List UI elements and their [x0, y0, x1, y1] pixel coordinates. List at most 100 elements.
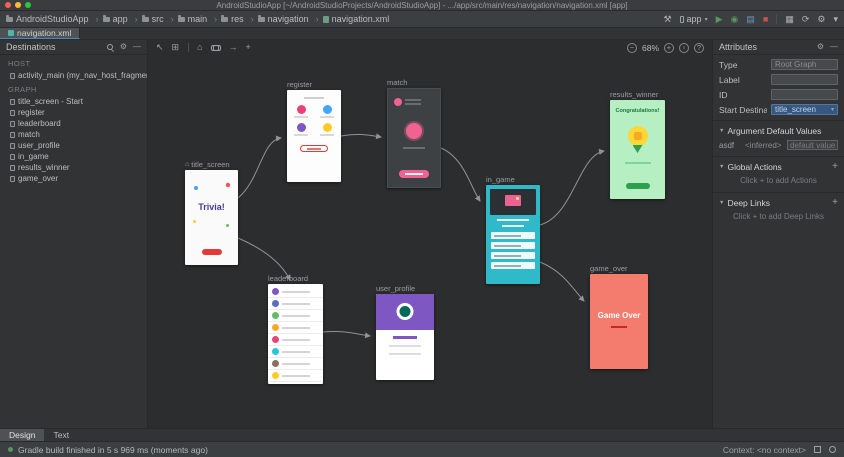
action-in-game-to-game-over[interactable]	[540, 262, 584, 301]
status-bar: Gradle build finished in 5 s 969 ms (mom…	[0, 441, 844, 457]
type-field[interactable]: Root Graph	[771, 59, 838, 70]
nav-screen-user-profile[interactable]: user_profile	[376, 294, 434, 380]
destination-item-title-screen[interactable]: title_screen - Start	[0, 96, 147, 107]
zoom-out-button[interactable]: −	[627, 43, 637, 53]
run-config-selector[interactable]: app ▾	[680, 14, 708, 24]
preview-answer-row	[491, 252, 535, 259]
action-icon[interactable]: →	[229, 43, 238, 52]
argument-row[interactable]: asdf <inferred> default value	[713, 138, 844, 153]
breadcrumb-app[interactable]: app	[103, 14, 142, 24]
profiler-button[interactable]: ▤	[746, 15, 755, 24]
add-action-button[interactable]: +	[832, 162, 838, 172]
hide-panel-icon[interactable]: —	[830, 43, 838, 51]
more-actions-icon[interactable]: ▾	[833, 15, 838, 24]
id-field[interactable]	[771, 89, 838, 100]
nav-screen-game-over[interactable]: game_over Game Over	[590, 274, 648, 369]
breadcrumb-res[interactable]: res	[221, 14, 258, 24]
breadcrumb-navigation-xml[interactable]: navigation.xml	[323, 14, 390, 24]
tab-text[interactable]: Text	[44, 429, 78, 441]
context-indicator[interactable]: Context: <no context>	[723, 445, 806, 455]
action-title-to-register[interactable]	[238, 138, 281, 198]
chevron-down-icon: ▾	[831, 106, 834, 113]
nav-screen-results-winner[interactable]: results_winner Congratulations!	[610, 100, 665, 199]
start-destination-dropdown[interactable]: title_screen ▾	[771, 104, 838, 115]
gear-icon[interactable]: ⚙	[120, 43, 127, 51]
search-icon[interactable]	[107, 44, 114, 51]
destination-item-match[interactable]: match	[0, 129, 147, 140]
minimize-window-button[interactable]	[15, 2, 21, 8]
toolbar-actions: ⚒ app ▾ ▶ ◉ ▤ ■ ▦ ⟳ ⚙ ▾	[663, 14, 838, 24]
select-tool-icon[interactable]: ↖	[156, 43, 164, 52]
gradle-sync-icon[interactable]: ⟳	[802, 15, 810, 24]
info-icon[interactable]: ?	[694, 43, 704, 53]
screen-preview-match	[387, 88, 441, 188]
notifications-icon[interactable]	[829, 446, 836, 453]
add-destination-icon[interactable]: +	[246, 43, 251, 52]
nav-screen-leaderboard[interactable]: leaderboard	[268, 284, 323, 384]
fragment-icon	[10, 176, 15, 182]
breadcrumb-main[interactable]: main	[178, 14, 222, 24]
screen-label: in_game	[486, 175, 515, 184]
argument-default-value-field[interactable]: default value	[787, 140, 838, 150]
preview-congratulations-text: Congratulations!	[610, 108, 665, 114]
attr-row-label: Label	[713, 72, 844, 87]
assign-start-destination-icon[interactable]: ⌂	[197, 43, 202, 52]
action-register-to-match[interactable]	[341, 134, 381, 137]
fragment-icon	[10, 110, 15, 116]
action-match-to-in-game[interactable]	[441, 148, 480, 201]
nav-screen-title-screen[interactable]: ⌂ title_screen Trivia!	[185, 170, 238, 265]
start-destination-icon: ⌂	[185, 161, 189, 168]
action-leaderboard-to-user-profile[interactable]	[323, 331, 370, 336]
close-window-button[interactable]	[5, 2, 11, 8]
build-icon[interactable]: ⚒	[663, 15, 671, 24]
add-deep-link-button[interactable]: +	[832, 198, 838, 208]
pan-tool-icon[interactable]: ⊞	[172, 43, 180, 52]
zoom-window-button[interactable]	[25, 2, 31, 8]
avd-manager-icon[interactable]: ▦	[785, 15, 794, 24]
settings-icon[interactable]: ⚙	[817, 15, 825, 24]
nav-screen-register[interactable]: register	[287, 90, 341, 182]
action-in-game-to-results-winner[interactable]	[540, 151, 604, 225]
destination-item-user-profile[interactable]: user_profile	[0, 140, 147, 151]
section-deep-links[interactable]: ▼ Deep Links +	[713, 196, 844, 210]
screen-label: match	[387, 78, 407, 87]
nav-screen-in-game[interactable]: in_game	[486, 185, 540, 284]
label-field[interactable]	[771, 74, 838, 85]
run-button[interactable]: ▶	[716, 15, 723, 24]
destination-item-register[interactable]: register	[0, 107, 147, 118]
tab-navigation-xml[interactable]: navigation.xml	[0, 28, 80, 39]
activity-icon	[10, 73, 15, 79]
hide-panel-icon[interactable]: —	[133, 43, 141, 51]
destination-item-activity-main[interactable]: activity_main (my_nav_host_fragment)	[0, 70, 147, 81]
section-argument-default-values[interactable]: ▼ Argument Default Values	[713, 124, 844, 138]
zoom-in-button[interactable]: +	[664, 43, 674, 53]
destination-item-in-game[interactable]: in_game	[0, 151, 147, 162]
folder-icon	[103, 17, 110, 22]
design-surface[interactable]: ↖ ⊞ ⌂ → + − 68% + ▫ ?	[148, 40, 712, 428]
preview-answer-row	[491, 242, 535, 249]
nav-screen-match[interactable]: match	[387, 88, 441, 188]
indent-settings-icon[interactable]	[814, 446, 821, 453]
breadcrumb-project[interactable]: AndroidStudioApp	[6, 14, 103, 24]
debug-button[interactable]: ◉	[731, 15, 739, 24]
preview-next-button	[626, 183, 650, 189]
gear-icon[interactable]: ⚙	[817, 43, 824, 51]
deep-link-icon[interactable]	[211, 45, 221, 50]
tab-design[interactable]: Design	[0, 429, 44, 441]
screen-label: leaderboard	[268, 274, 308, 283]
type-label: Type	[719, 60, 767, 70]
preview-question-image	[490, 189, 536, 215]
section-global-actions[interactable]: ▼ Global Actions +	[713, 160, 844, 174]
preview-avatar	[297, 123, 306, 132]
argument-name: asdf	[719, 141, 741, 150]
breadcrumb-src[interactable]: src	[142, 14, 178, 24]
preview-profile-header	[376, 294, 434, 330]
breadcrumb-navigation[interactable]: navigation	[258, 14, 323, 24]
destination-item-results-winner[interactable]: results_winner	[0, 162, 147, 173]
zoom-to-fit-button[interactable]: ▫	[679, 43, 689, 53]
global-actions-hint: Click + to add Actions	[713, 174, 844, 189]
stop-button[interactable]: ■	[763, 15, 768, 24]
destination-item-game-over[interactable]: game_over	[0, 173, 147, 184]
destination-item-leaderboard[interactable]: leaderboard	[0, 118, 147, 129]
preview-avatar	[272, 348, 279, 355]
